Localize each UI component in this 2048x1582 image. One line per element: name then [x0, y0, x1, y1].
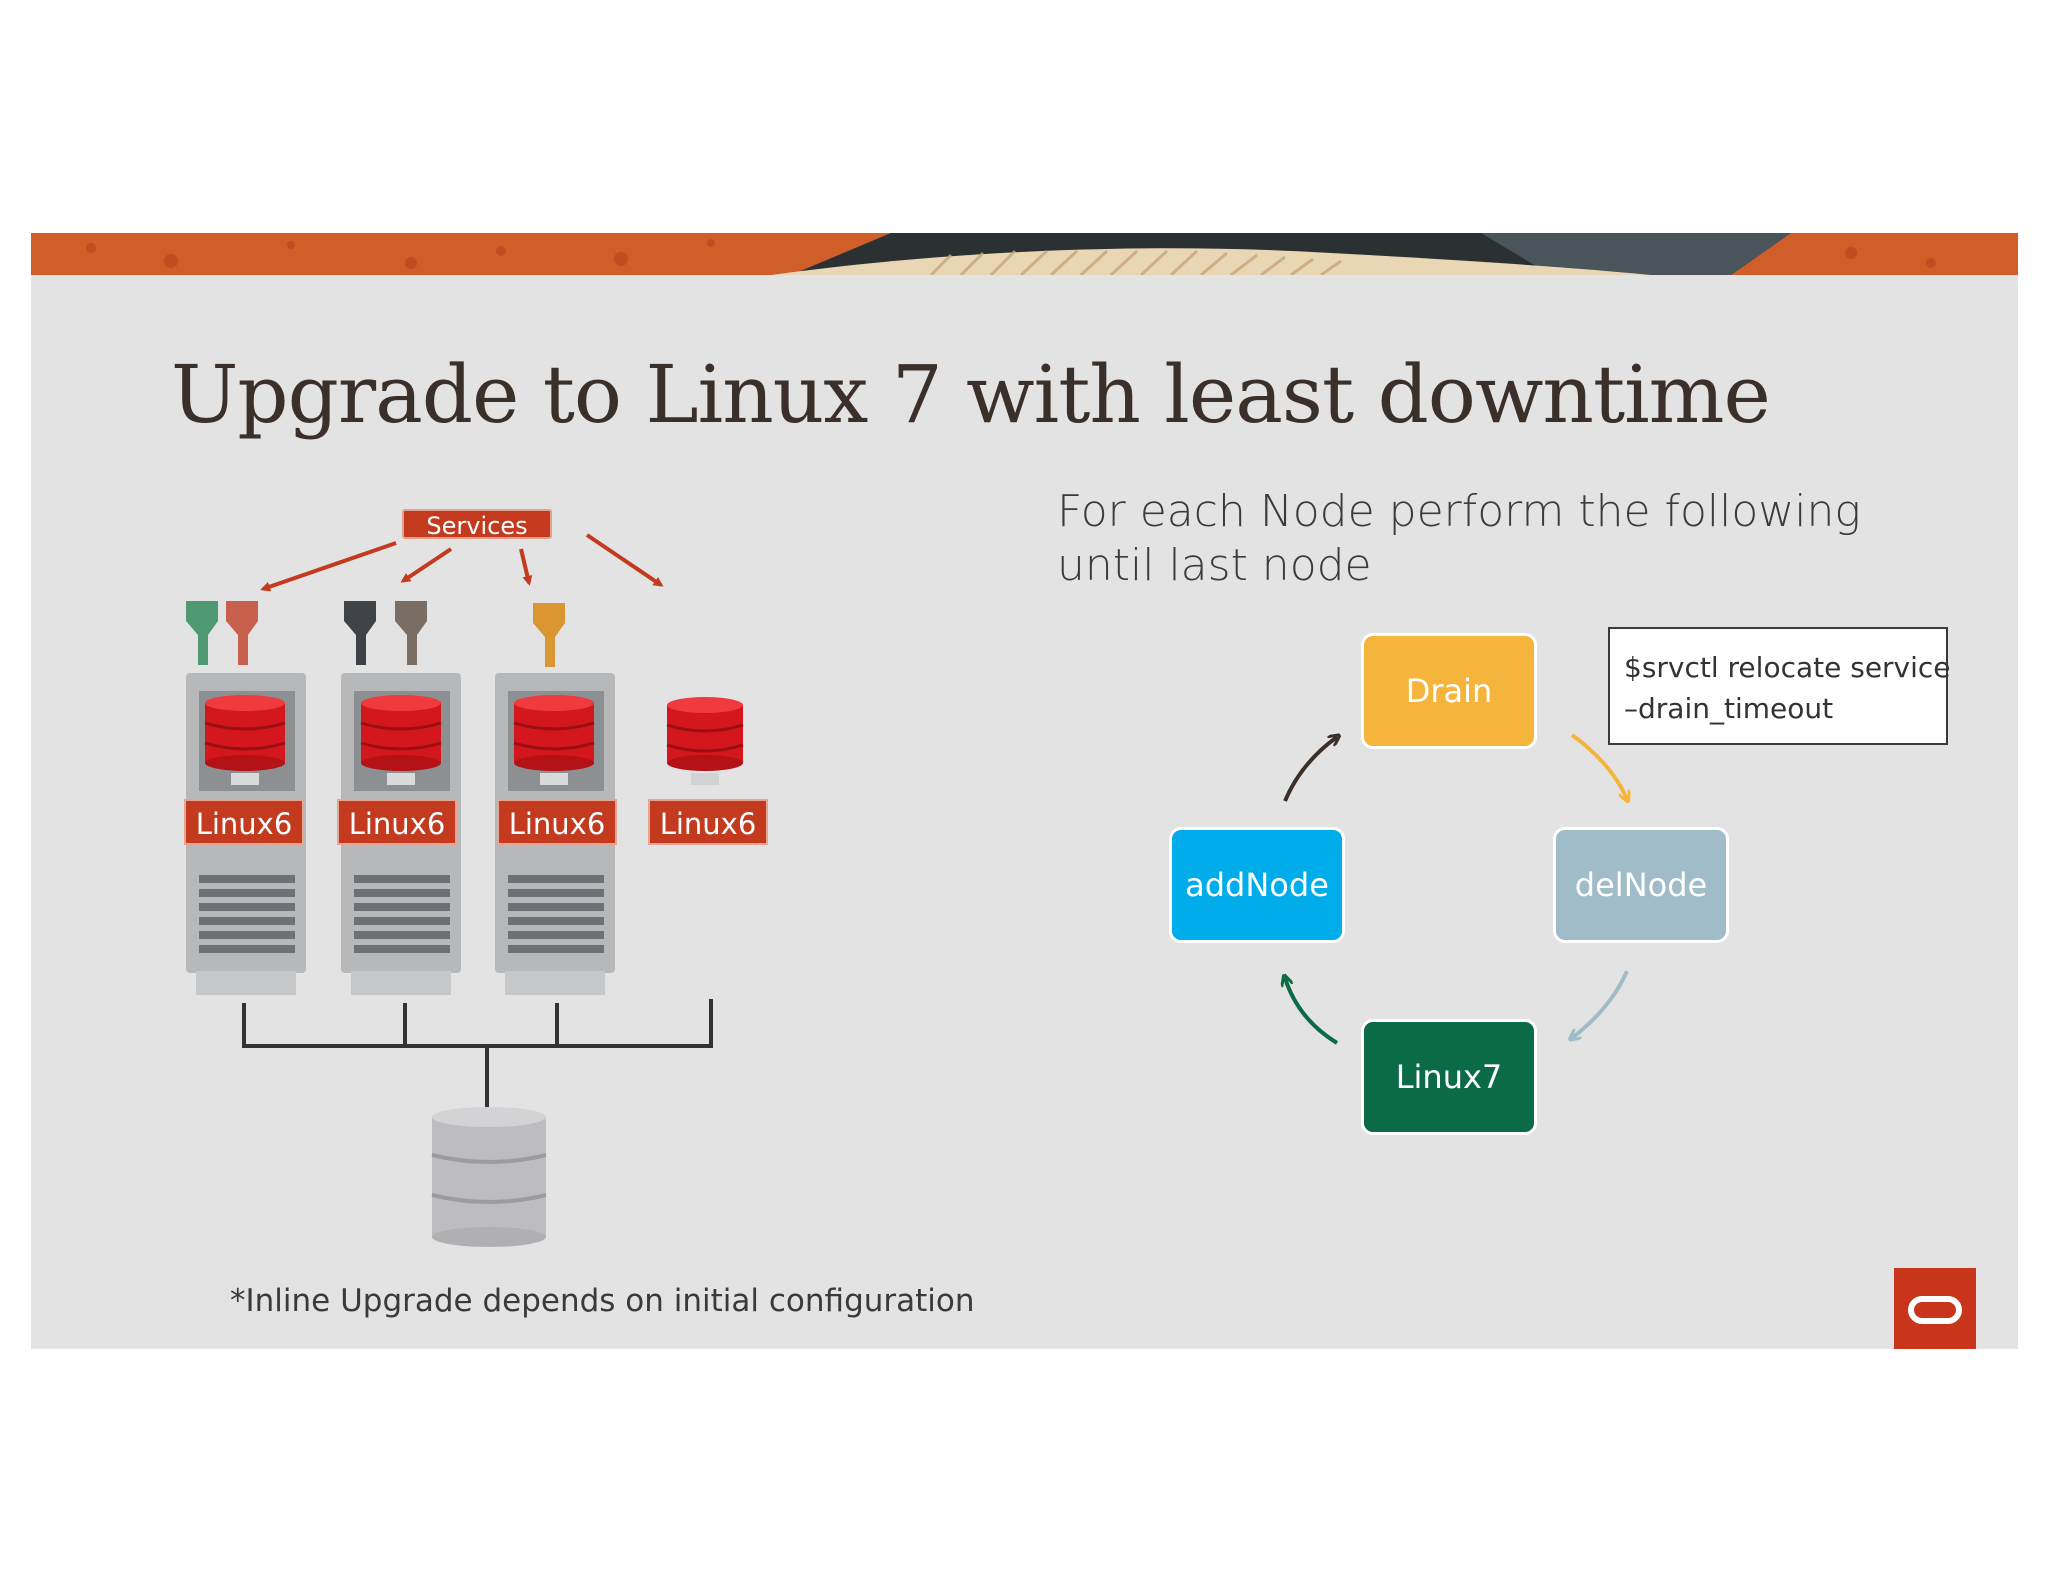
- database-icon: [513, 695, 595, 785]
- database-icon: [204, 695, 286, 785]
- node-label: Linux6: [648, 799, 768, 845]
- node-label: Linux6: [337, 799, 457, 845]
- service-arrows: [260, 533, 664, 592]
- node-label: Linux6: [497, 799, 617, 845]
- decorative-banner: [31, 233, 2018, 275]
- database-icon: [666, 697, 744, 785]
- arrow-addnode-to-drain: [1283, 737, 1337, 802]
- database-icon: [360, 695, 442, 785]
- arrow-linux7-to-addnode: [1285, 978, 1339, 1045]
- step-drain: Drain: [1361, 633, 1537, 749]
- command-box: $srvctl relocate service –drain_timeout: [1608, 627, 1951, 745]
- oracle-logo: [1894, 1268, 1976, 1349]
- oracle-logo-icon: [1908, 1296, 1962, 1324]
- service-connector-icon: [186, 601, 565, 667]
- arrow-delnode-to-linux7: [1572, 970, 1629, 1038]
- cluster-diagram: [186, 533, 2018, 1247]
- footnote: *Inline Upgrade depends on initial confi…: [230, 1283, 975, 1319]
- services-label: Services: [402, 509, 552, 540]
- shared-storage-icon: [431, 1107, 547, 1247]
- step-delnode: delNode: [1553, 827, 1729, 943]
- step-addnode: addNode: [1169, 827, 1345, 943]
- node-label: Linux6: [184, 799, 304, 845]
- step-linux7: Linux7: [1361, 1019, 1537, 1135]
- arrow-drain-to-delnode: [1570, 733, 1627, 799]
- process-intro: For each Node perform the following unti…: [1057, 486, 1861, 591]
- command-line-1: $srvctl relocate service: [1624, 651, 1951, 684]
- command-line-2: –drain_timeout: [1624, 692, 1834, 725]
- slide: Upgrade to Linux 7 with least downtime: [31, 233, 2018, 1349]
- page-title: Upgrade to Linux 7 with least downtime: [171, 348, 1771, 441]
- network-bus: [242, 999, 713, 1111]
